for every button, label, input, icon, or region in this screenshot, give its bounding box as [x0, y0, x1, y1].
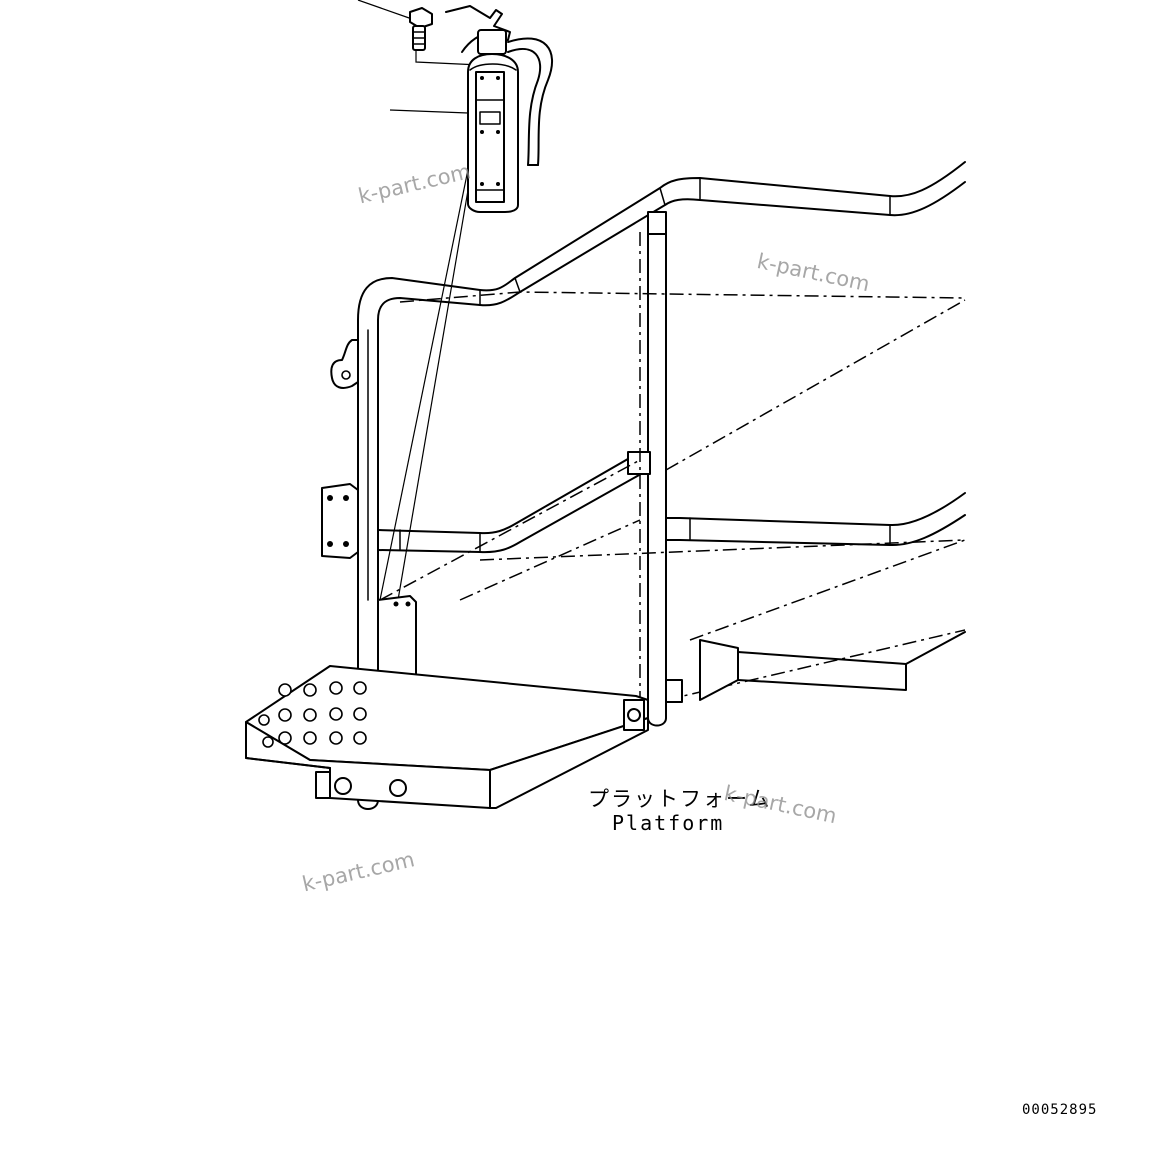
bolt-axis-line — [415, 50, 481, 66]
platform-label-jp: プラットフォーム — [588, 787, 772, 811]
leader-bolt — [357, 0, 413, 20]
mounting-bolt — [409, 7, 433, 51]
adjacent-walkway — [699, 631, 966, 701]
platform-step — [245, 665, 683, 809]
leader-bracket — [389, 109, 469, 114]
step-perforations — [258, 681, 367, 748]
bracket-assembly-line-2 — [379, 149, 473, 601]
leader-lines — [357, 0, 481, 601]
platform-label-en: Platform — [612, 811, 725, 835]
side-brackets — [321, 339, 359, 559]
bracket-assembly-line — [397, 119, 481, 601]
fire-extinguisher — [445, 5, 553, 213]
drawing-number: 00052895 — [1022, 1102, 1098, 1118]
